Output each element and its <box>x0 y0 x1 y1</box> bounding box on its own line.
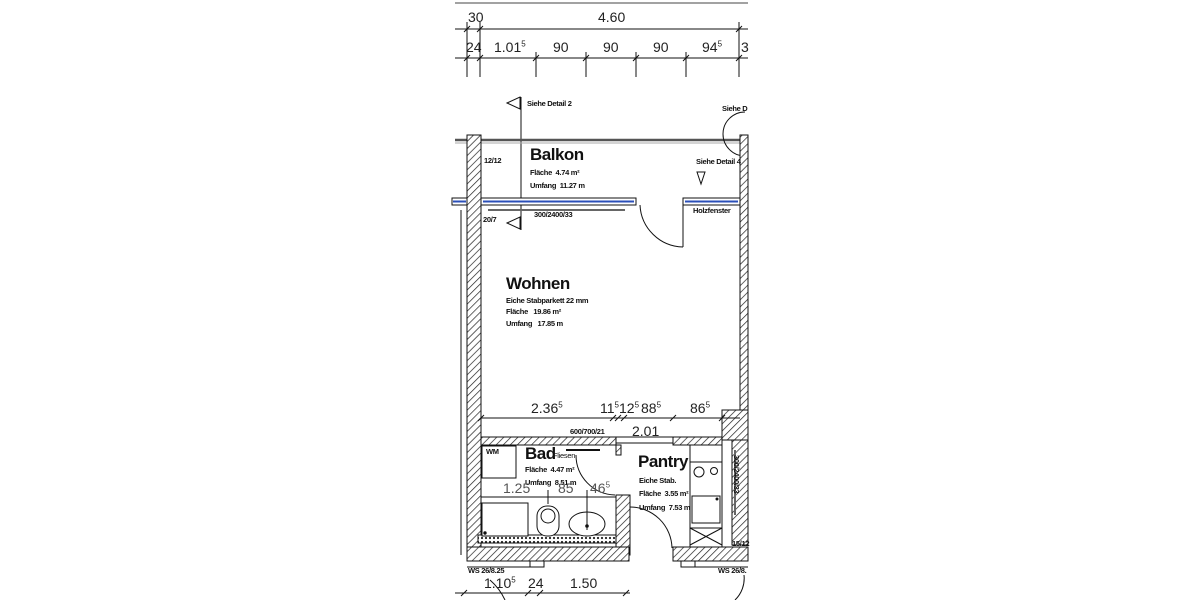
dim-bath-85: 85 <box>558 480 574 496</box>
pantry-perimeter: Umfang 7.53 m <box>639 503 691 512</box>
dim-pantry-width: 2.01 <box>632 423 660 439</box>
bad-area-label: Fläche <box>525 465 547 474</box>
bad-perimeter-value: 8.51 m <box>554 478 577 487</box>
dim-945: 945 <box>702 40 722 54</box>
dim-945-value: 94 <box>702 39 718 55</box>
detail-4-label: Siehe Detail 4 <box>696 157 741 166</box>
dim-90-a: 90 <box>553 39 569 55</box>
window-size-label: 300/2400/33 <box>534 210 573 219</box>
section-marker-detail-2 <box>505 96 522 230</box>
wohnen-area-value: 19.86 m² <box>533 307 561 316</box>
room-balkon-name: Balkon <box>530 145 584 164</box>
top-dimension-lines <box>455 22 748 77</box>
dim-3: 3 <box>741 39 749 55</box>
balcony-window-wall <box>451 197 741 211</box>
bad-floor: Fliesen <box>553 451 576 460</box>
balkon-area: Fläche 4.74 m² <box>530 168 580 177</box>
room-pantry-name: Pantry <box>638 452 688 471</box>
pantry-door <box>629 506 673 549</box>
middle-dimension-lines <box>477 414 740 422</box>
wood-window-label: Holzfenster <box>693 206 731 215</box>
dim-865: 865 <box>690 401 710 415</box>
bad-area-value: 4.47 m² <box>550 465 575 474</box>
dim-125-value: 12 <box>619 400 635 416</box>
dim-115-sup: 5 <box>614 400 619 410</box>
bathroom-fixtures <box>481 445 616 537</box>
dim-90-c: 90 <box>653 39 669 55</box>
balkon-area-label: Fläche <box>530 168 552 177</box>
balkon-area-value: 4.74 m² <box>555 168 580 177</box>
wohnen-perimeter-value: 17.85 m <box>537 319 563 328</box>
ws-right-label: WS 26/8. <box>718 566 747 575</box>
bad-area: Fläche 4.47 m² <box>525 465 575 474</box>
dim-101-sup: 5 <box>521 39 526 49</box>
dim-115-value: 11 <box>600 400 615 416</box>
washing-machine-label: WM <box>486 447 499 456</box>
room-bad-name: Bad <box>525 444 556 463</box>
pantry-area-label: Fläche <box>639 489 661 498</box>
dim-115: 115 <box>600 401 619 415</box>
bad-perimeter-label: Umfang <box>525 478 552 487</box>
bad-perimeter: Umfang 8.51 m <box>525 478 577 487</box>
pantry-perimeter-value: 7.53 m <box>668 503 691 512</box>
dim-bath-465-sup: 5 <box>605 480 611 490</box>
dim-bath-465: 465 <box>590 481 610 495</box>
wall-12-12-label: 12/12 <box>484 156 502 165</box>
dim-30: 30 <box>468 9 484 25</box>
room-wohnen-name: Wohnen <box>506 274 570 293</box>
dim-101-value: 1.01 <box>494 39 522 55</box>
wohnen-floor: Eiche Stabparkett 22 mm <box>506 296 589 305</box>
dim-865-value: 86 <box>690 400 706 416</box>
wohnen-perimeter: Umfang 17.85 m <box>506 320 563 328</box>
dim-885-value: 88 <box>641 400 657 416</box>
dim-2365-value: 2.36 <box>531 400 559 416</box>
detail-2-label: Siehe Detail 2 <box>527 99 572 108</box>
side-window-label: 300/2400/33 <box>732 455 741 494</box>
dim-24-bottom: 24 <box>528 575 544 591</box>
dim-1105: 1.105 <box>484 576 516 590</box>
dim-24: 24 <box>466 39 482 55</box>
dim-1105-sup: 5 <box>511 575 516 585</box>
balkon-perimeter: Umfang 11.27 m <box>530 182 585 190</box>
dim-125-sup: 5 <box>634 400 640 410</box>
dim-150: 1.50 <box>570 575 598 591</box>
door-600-label: 600/700/21 <box>570 427 605 436</box>
bottom-dimension-lines <box>455 574 745 601</box>
dim-865-sup: 5 <box>705 400 711 410</box>
dim-945-sup: 5 <box>717 39 723 49</box>
label-15-12: 15/12 <box>732 539 750 548</box>
dim-885: 885 <box>641 401 661 415</box>
wall-20-7-label: 20/7 <box>483 215 497 224</box>
pantry-perimeter-label: Umfang <box>639 503 666 512</box>
dim-overall-width: 4.60 <box>598 9 626 25</box>
dim-101: 1.015 <box>494 40 526 54</box>
wohnen-area: Fläche 19.86 m² <box>506 308 561 316</box>
dim-90-b: 90 <box>603 39 619 55</box>
wohnen-area-label: Fläche <box>506 307 528 316</box>
balcony-door <box>639 204 684 248</box>
detail-right-label: Siehe D <box>722 104 748 113</box>
pantry-floor: Eiche Stab. <box>639 476 677 485</box>
balkon-perimeter-value: 11.27 m <box>559 181 585 190</box>
dim-2365-sup: 5 <box>558 400 563 410</box>
balkon-perimeter-label: Umfang <box>530 181 557 190</box>
dim-125: 125 <box>619 401 639 415</box>
dim-885-sup: 5 <box>656 400 662 410</box>
pantry-area: Fläche 3.55 m² <box>639 489 689 498</box>
dim-2365: 2.365 <box>531 401 563 415</box>
dim-bath-125: 1.25 <box>503 480 531 496</box>
pantry-area-value: 3.55 m² <box>664 489 689 498</box>
ws-left-label: WS 26/8.25 <box>468 566 505 575</box>
dim-1105-value: 1.10 <box>484 575 512 591</box>
dim-bath-465-value: 46 <box>590 480 606 496</box>
pantry-kitchenette <box>689 444 723 548</box>
wohnen-perimeter-label: Umfang <box>506 319 533 328</box>
